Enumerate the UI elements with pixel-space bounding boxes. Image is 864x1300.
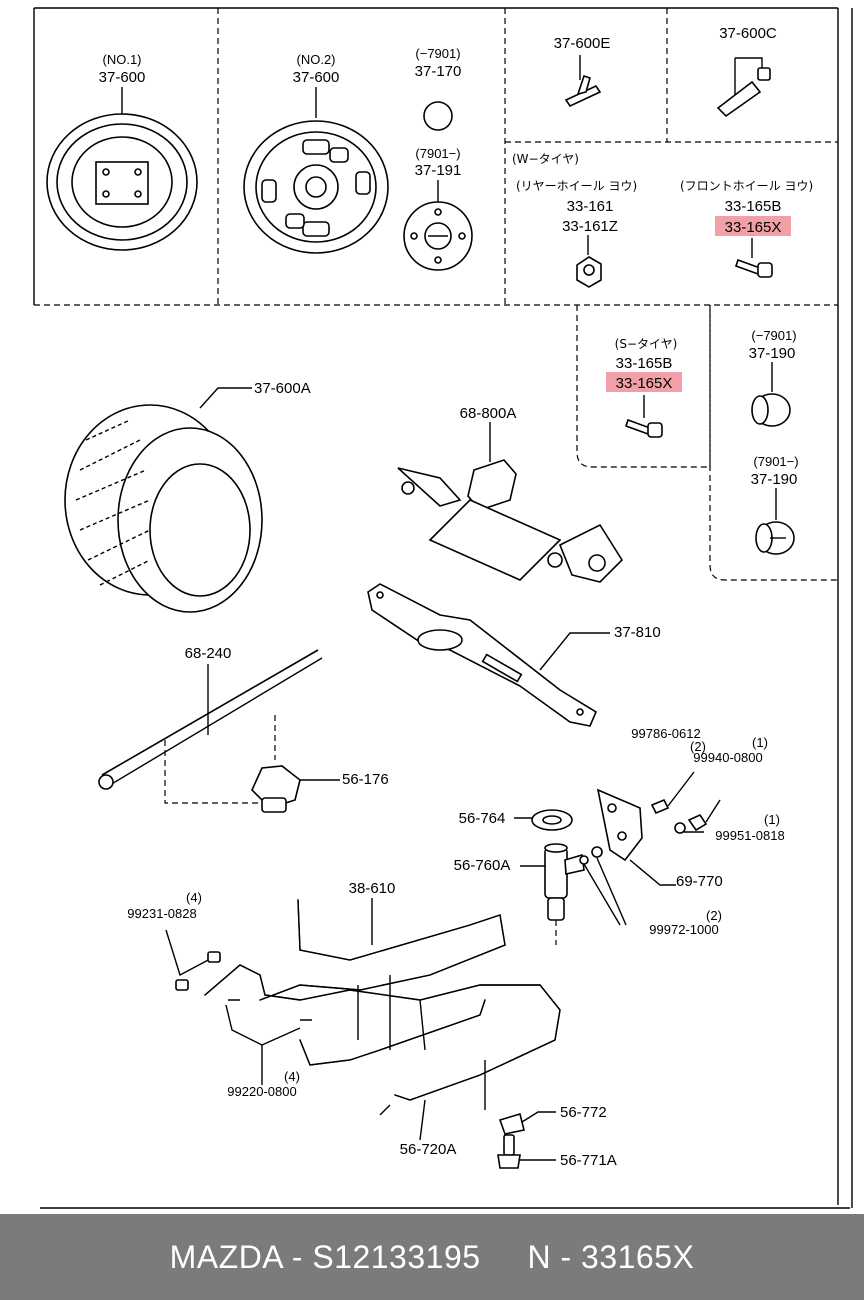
valve-37-600c-drawing: [716, 57, 771, 118]
section-frames: [33, 7, 853, 1209]
bolt-33-165b-front-drawing: [734, 238, 773, 278]
bolt-56-771a-drawing: [497, 1134, 556, 1169]
qty-99231-0828: (4): [186, 890, 202, 905]
label-rear-wheel: (リヤーホイール ヨウ): [516, 179, 637, 193]
label-68-240: 68-240: [185, 645, 232, 662]
label-37-190-a: 37-190: [749, 345, 796, 362]
qty-99786-0612: (2): [690, 739, 706, 754]
bracket-hardware-drawing: [650, 771, 721, 834]
wheel-no2-drawing: [243, 87, 389, 254]
label-front-wheel: (フロントホイール ヨウ): [680, 179, 813, 193]
label-37-190-b: 37-190: [751, 471, 798, 488]
label-99786-0612: 99786-0612: [631, 726, 700, 741]
label-56-720a: 56-720A: [400, 1141, 457, 1158]
plate-56-772-drawing: [498, 1111, 556, 1135]
label-33-165b-s: 33-165B: [616, 355, 673, 372]
qty-99972-1000: (2): [706, 908, 722, 923]
parts-diagram: (NO.1) 37-600 (NO.2) 37-600 (−7901) 37-1…: [33, 7, 853, 1209]
label-37-600a: 37-600A: [254, 380, 311, 397]
clips-99220-0800-drawing: [225, 999, 312, 1085]
label-33-161: 33-161: [567, 198, 614, 215]
jack-68-800a-drawing: [397, 422, 624, 583]
qty-99220-0800: (4): [284, 1069, 300, 1084]
label-range-7901-plus: (7901−): [415, 146, 460, 161]
label-33-161z: 33-161Z: [562, 218, 618, 235]
label-56-760a: 56-760A: [454, 857, 511, 874]
label-68-800a: 68-800A: [460, 405, 517, 422]
highlight-33-165x-s-tire: [606, 372, 682, 392]
nut-33-161-drawing: [576, 235, 602, 288]
label-56-176: 56-176: [342, 771, 389, 788]
cap-37-190-a-drawing: [751, 362, 791, 427]
label-99940-0800: 99940-0800: [693, 750, 762, 765]
grommet-56-764-drawing: [514, 809, 573, 831]
footer-gap: [481, 1239, 528, 1276]
label-range-7901-plus-190: (7901−): [753, 454, 798, 469]
label-37-810: 37-810: [614, 624, 661, 641]
labels: (NO.1) 37-600 (NO.2) 37-600 (−7901) 37-1…: [99, 25, 814, 1169]
label-range-minus-7901-190: (−7901): [751, 328, 796, 343]
label-38-610: 38-610: [349, 880, 396, 897]
footer-brand-code: MAZDA - S12133195: [169, 1238, 481, 1275]
hubcap-37-191-drawing: [403, 180, 473, 271]
label-69-770: 69-770: [676, 873, 723, 890]
label-99972-1000: 99972-1000: [649, 922, 718, 937]
carrier-frame-38-610-drawing: [204, 898, 561, 1141]
qty-99951-0818: (1): [764, 812, 780, 827]
label-s-tire: (S−タイヤ): [615, 337, 678, 351]
label-33-165x-s: 33-165X: [616, 375, 673, 392]
cap-37-190-b-drawing: [755, 488, 795, 555]
qty-99940-0800: (1): [752, 735, 768, 750]
footer-part-number: N - 33165X: [527, 1238, 695, 1275]
label-99951-0818: 99951-0818: [715, 828, 784, 843]
label-no2: (NO.2): [297, 52, 336, 67]
label-99231-0828: 99231-0828: [127, 906, 196, 921]
wheel-no1-drawing: [46, 87, 198, 251]
cap-37-170-drawing: [423, 101, 453, 131]
clip-56-176-drawing: [251, 765, 340, 813]
label-37-600c: 37-600C: [719, 25, 777, 42]
label-37-170: 37-170: [415, 63, 462, 80]
highlight-33-165x-front: [715, 216, 791, 236]
footer-banner: MAZDA - S12133195 N - 33165X: [0, 1214, 864, 1300]
label-w-tire: (W−タイヤ): [512, 152, 579, 166]
bolts-99231-0828-drawing: [165, 929, 221, 991]
label-56-771a: 56-771A: [560, 1152, 617, 1169]
label-33-165b-front: 33-165B: [725, 198, 782, 215]
label-56-772: 56-772: [560, 1104, 607, 1121]
label-range-minus-7901: (−7901): [415, 46, 460, 61]
label-99220-0800: 99220-0800: [227, 1084, 296, 1099]
label-37-600-no2: 37-600: [293, 69, 340, 86]
valve-37-600e-drawing: [564, 55, 602, 108]
tire-37-600a-drawing: [64, 387, 263, 613]
label-37-600-no1: 37-600: [99, 69, 146, 86]
label-no1: (NO.1): [103, 52, 142, 67]
label-37-191: 37-191: [415, 162, 462, 179]
rod-68-240-drawing: [98, 649, 323, 804]
bracket-69-770-drawing: [596, 788, 676, 886]
label-33-165x-front: 33-165X: [725, 219, 782, 236]
holder-56-760a-drawing: [520, 843, 627, 945]
label-56-764: 56-764: [459, 810, 506, 827]
label-37-600e: 37-600E: [554, 35, 611, 52]
bolt-33-165b-s-drawing: [624, 395, 663, 438]
wrench-37-810-drawing: [367, 583, 610, 727]
